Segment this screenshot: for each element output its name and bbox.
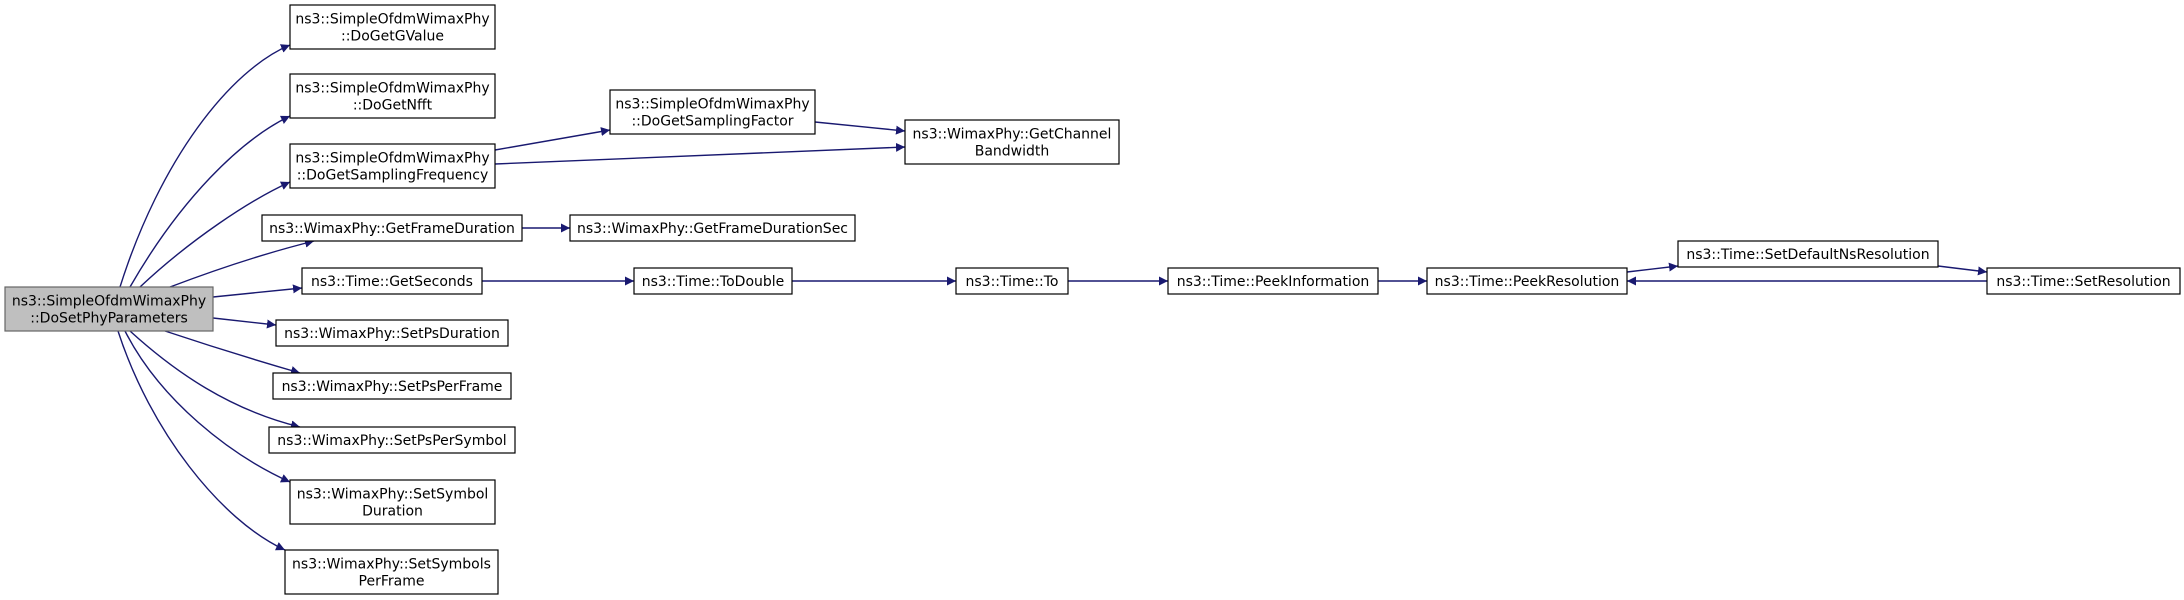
- node-getframeduration[interactable]: ns3::WimaxPhy::GetFrameDuration: [261, 214, 523, 242]
- edge-getsamplingfactor-to-getchannelbw: [814, 121, 906, 135]
- node-box: [289, 479, 496, 525]
- node-label: ns3::SimpleOfdmWimaxPhy: [295, 81, 489, 97]
- node-box: [268, 426, 516, 454]
- node-label: ns3::Time::GetSeconds: [311, 274, 473, 290]
- node-box: [1167, 267, 1379, 295]
- node-setpsperframe[interactable]: ns3::WimaxPhy::SetPsPerFrame: [272, 372, 512, 400]
- node-todouble[interactable]: ns3::Time::ToDouble: [633, 267, 793, 295]
- node-label: ns3::WimaxPhy::SetPsPerSymbol: [277, 433, 506, 449]
- node-label: ns3::WimaxPhy::GetChannel: [913, 127, 1112, 143]
- node-label: ns3::WimaxPhy::SetSymbol: [297, 487, 489, 503]
- node-box: [261, 214, 523, 242]
- node-box: [284, 549, 499, 595]
- node-box: [1677, 240, 1939, 268]
- node-getgvalue[interactable]: ns3::SimpleOfdmWimaxPhy::DoGetGValue: [289, 4, 496, 50]
- edge-root-to-setsymbolduration: [124, 330, 291, 483]
- edge-getsamplingfreq-to-getsamplingfactor: [494, 127, 611, 151]
- node-box: [289, 4, 496, 50]
- node-label: ns3::SimpleOfdmWimaxPhy: [12, 294, 206, 310]
- node-label: ns3::Time::PeekInformation: [1177, 274, 1370, 290]
- node-box: [4, 286, 214, 332]
- node-peekinformation[interactable]: ns3::Time::PeekInformation: [1167, 267, 1379, 295]
- edge-getsamplingfreq-to-getchannelbw: [494, 142, 906, 165]
- edge-root-to-setsymbolsperframe: [117, 330, 286, 551]
- node-label: ::DoGetGValue: [341, 29, 444, 45]
- edge-root-to-getframeduration: [169, 238, 315, 288]
- node-getseconds[interactable]: ns3::Time::GetSeconds: [301, 267, 483, 295]
- edge-peekresolution-to-setdefaultnsres: [1626, 262, 1679, 273]
- node-label: ::DoGetNfft: [353, 98, 433, 114]
- node-box: [904, 119, 1120, 165]
- node-box: [301, 267, 483, 295]
- node-box: [569, 214, 856, 242]
- node-label: ns3::Time::SetResolution: [1996, 274, 2170, 290]
- node-root[interactable]: ns3::SimpleOfdmWimaxPhy::DoSetPhyParamet…: [4, 286, 214, 332]
- node-box: [289, 143, 496, 189]
- node-getsamplingfactor[interactable]: ns3::SimpleOfdmWimaxPhy::DoGetSamplingFa…: [609, 89, 816, 135]
- edge-root-to-getsamplingfreq: [139, 181, 291, 288]
- node-setdefaultnsres[interactable]: ns3::Time::SetDefaultNsResolution: [1677, 240, 1939, 268]
- node-box: [275, 319, 509, 347]
- node-label: ns3::SimpleOfdmWimaxPhy: [615, 97, 809, 113]
- node-box: [955, 267, 1069, 295]
- node-label: ns3::WimaxPhy::SetSymbols: [292, 557, 491, 573]
- node-box: [272, 372, 512, 400]
- node-label: ::DoGetSamplingFrequency: [297, 168, 489, 184]
- node-label: ns3::Time::SetDefaultNsResolution: [1686, 247, 1929, 263]
- node-to[interactable]: ns3::Time::To: [955, 267, 1069, 295]
- node-box: [289, 73, 496, 119]
- edge-root-to-setpspersymbol: [129, 330, 301, 430]
- edge-root-to-getgvalue: [119, 44, 291, 288]
- node-label: ns3::Time::To: [966, 274, 1059, 290]
- edge-root-to-getseconds: [212, 284, 303, 298]
- node-box: [1986, 267, 2181, 295]
- node-label: ns3::WimaxPhy::GetFrameDuration: [269, 221, 515, 237]
- node-box: [1426, 267, 1628, 295]
- node-label: Duration: [362, 504, 423, 520]
- edge-setdefaultnsres-to-setresolution: [1937, 265, 1988, 276]
- node-setresolution[interactable]: ns3::Time::SetResolution: [1986, 267, 2181, 295]
- node-label: ns3::SimpleOfdmWimaxPhy: [295, 151, 489, 167]
- edge-root-to-setpsperframe: [164, 330, 301, 375]
- node-label: ns3::SimpleOfdmWimaxPhy: [295, 12, 489, 28]
- node-getsamplingfreq[interactable]: ns3::SimpleOfdmWimaxPhy::DoGetSamplingFr…: [289, 143, 496, 189]
- node-label: ns3::Time::PeekResolution: [1435, 274, 1620, 290]
- node-box: [609, 89, 816, 135]
- node-peekresolution[interactable]: ns3::Time::PeekResolution: [1426, 267, 1628, 295]
- node-getnfft[interactable]: ns3::SimpleOfdmWimaxPhy::DoGetNfft: [289, 73, 496, 119]
- node-setpsduration[interactable]: ns3::WimaxPhy::SetPsDuration: [275, 319, 509, 347]
- node-box: [633, 267, 793, 295]
- edge-root-to-setpsduration: [212, 317, 277, 329]
- node-getframedurationsec[interactable]: ns3::WimaxPhy::GetFrameDurationSec: [569, 214, 856, 242]
- edge-root-to-getnfft: [129, 115, 291, 288]
- node-label: ns3::WimaxPhy::GetFrameDurationSec: [577, 221, 848, 237]
- node-label: ns3::WimaxPhy::SetPsDuration: [284, 326, 500, 342]
- node-label: ns3::Time::ToDouble: [642, 274, 785, 290]
- node-label: ns3::WimaxPhy::SetPsPerFrame: [282, 379, 503, 395]
- node-label: PerFrame: [359, 574, 425, 590]
- node-setpspersymbol[interactable]: ns3::WimaxPhy::SetPsPerSymbol: [268, 426, 516, 454]
- node-label: Bandwidth: [975, 144, 1050, 160]
- node-label: ::DoSetPhyParameters: [30, 311, 188, 327]
- node-label: ::DoGetSamplingFactor: [631, 114, 793, 130]
